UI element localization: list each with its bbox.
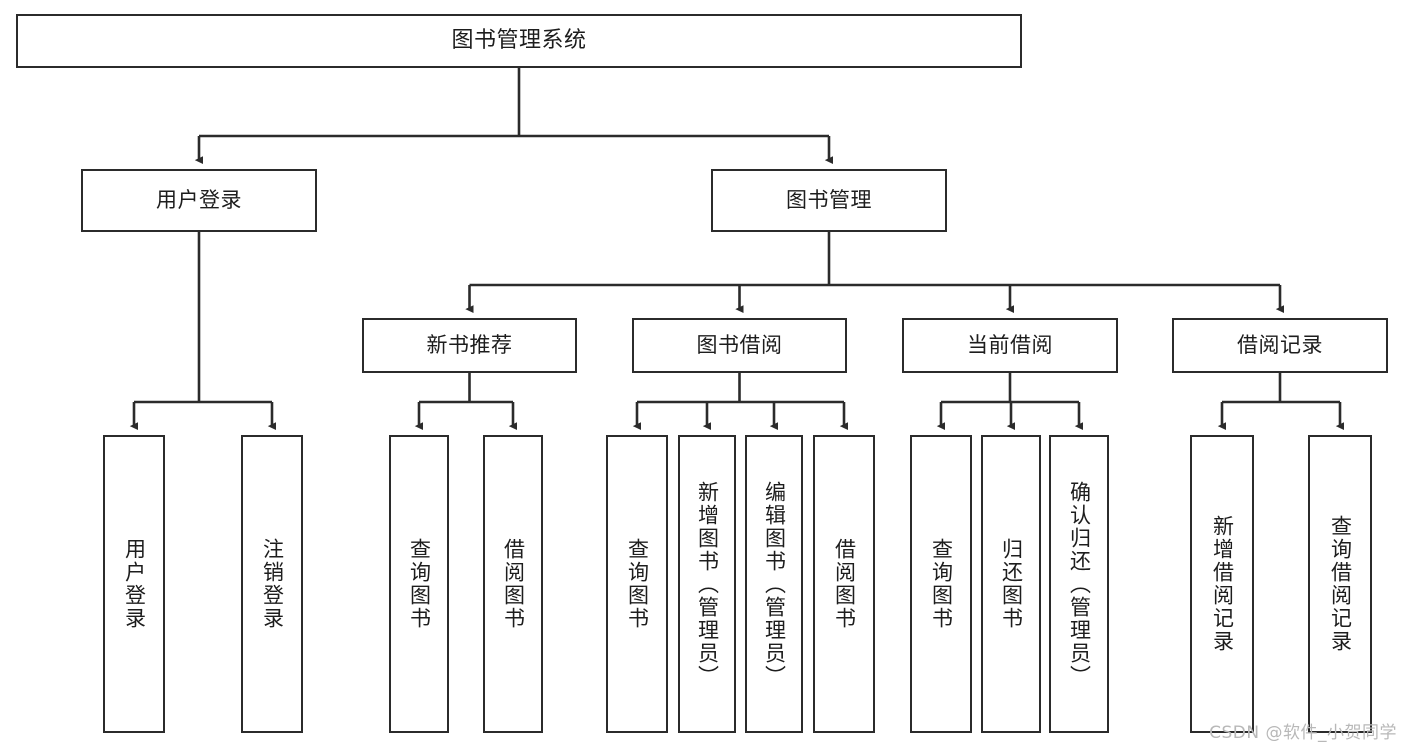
node-leaf-cb-return[interactable]: 归还图书 xyxy=(981,435,1041,733)
node-root[interactable]: 图书管理系统 xyxy=(16,14,1022,68)
node-label-book-manage: 图书管理 xyxy=(786,188,872,213)
node-label-borrow-record: 借阅记录 xyxy=(1237,333,1323,358)
node-label-leaf-cb-confirm: 确认归还（管理员） xyxy=(1067,480,1092,688)
node-label-leaf-bb-query: 查询图书 xyxy=(625,538,650,630)
node-leaf-rec-query[interactable]: 查询图书 xyxy=(389,435,449,733)
node-book-borrow[interactable]: 图书借阅 xyxy=(632,318,847,373)
node-label-root: 图书管理系统 xyxy=(451,28,587,54)
node-label-leaf-bb-edit: 编辑图书（管理员） xyxy=(762,480,787,688)
node-leaf-cb-query[interactable]: 查询图书 xyxy=(910,435,972,733)
node-label-current-borrow: 当前借阅 xyxy=(967,333,1053,358)
node-label-leaf-br-query: 查询借阅记录 xyxy=(1328,515,1353,653)
node-leaf-cb-confirm[interactable]: 确认归还（管理员） xyxy=(1049,435,1109,733)
node-leaf-rec-borrow[interactable]: 借阅图书 xyxy=(483,435,543,733)
node-leaf-bb-edit[interactable]: 编辑图书（管理员） xyxy=(745,435,803,733)
node-label-leaf-cb-return: 归还图书 xyxy=(999,538,1024,630)
node-label-leaf-br-add: 新增借阅记录 xyxy=(1210,515,1235,653)
node-label-user-login: 用户登录 xyxy=(156,188,242,213)
node-leaf-bb-query[interactable]: 查询图书 xyxy=(606,435,668,733)
node-label-leaf-user-logout: 注销登录 xyxy=(260,538,285,630)
node-label-leaf-rec-query: 查询图书 xyxy=(407,538,432,630)
node-label-leaf-bb-add: 新增图书（管理员） xyxy=(695,480,720,688)
node-leaf-bb-add[interactable]: 新增图书（管理员） xyxy=(678,435,736,733)
node-label-leaf-bb-borrow: 借阅图书 xyxy=(832,538,857,630)
node-user-login[interactable]: 用户登录 xyxy=(81,169,317,232)
node-borrow-record[interactable]: 借阅记录 xyxy=(1172,318,1388,373)
node-current-borrow[interactable]: 当前借阅 xyxy=(902,318,1118,373)
node-leaf-br-add[interactable]: 新增借阅记录 xyxy=(1190,435,1254,733)
node-book-manage[interactable]: 图书管理 xyxy=(711,169,947,232)
node-leaf-bb-borrow[interactable]: 借阅图书 xyxy=(813,435,875,733)
node-leaf-user-login[interactable]: 用户登录 xyxy=(103,435,165,733)
node-label-book-borrow: 图书借阅 xyxy=(696,333,783,358)
node-label-leaf-user-login: 用户登录 xyxy=(122,538,147,630)
node-leaf-br-query[interactable]: 查询借阅记录 xyxy=(1308,435,1372,733)
node-label-leaf-cb-query: 查询图书 xyxy=(929,538,954,630)
node-new-book-rec[interactable]: 新书推荐 xyxy=(362,318,577,373)
node-leaf-user-logout[interactable]: 注销登录 xyxy=(241,435,303,733)
node-label-new-book-rec: 新书推荐 xyxy=(426,333,513,358)
node-label-leaf-rec-borrow: 借阅图书 xyxy=(501,538,526,630)
